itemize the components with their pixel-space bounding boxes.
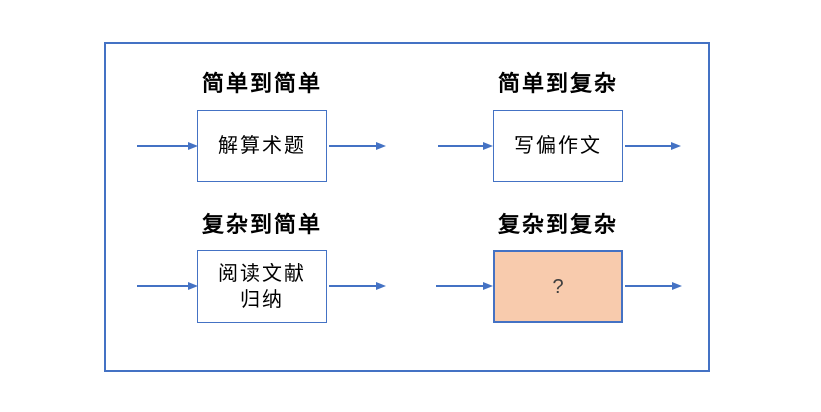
arrow-head-icon (483, 142, 493, 150)
task-box-unknown: ? (493, 250, 623, 323)
arrow-line (137, 285, 188, 287)
task-label: 归纳 (240, 288, 284, 311)
task-box: 解算术题 (197, 110, 327, 182)
arrow-line (625, 285, 672, 287)
task-box: 阅读文献 归纳 (197, 250, 327, 323)
arrow-in (137, 141, 198, 151)
arrow-line (438, 145, 483, 147)
arrow-out (625, 141, 681, 151)
arrow-out (625, 281, 682, 291)
arrow-head-icon (376, 142, 386, 150)
arrow-out (329, 281, 386, 291)
quadrant-title: 简单到简单 (201, 71, 322, 96)
arrow-head-icon (376, 282, 386, 290)
task-label: 阅读文献 (218, 262, 306, 285)
task-label: 写偏作文 (514, 135, 602, 157)
arrow-out (329, 141, 386, 151)
quadrant-title: 简单到复杂 (497, 71, 618, 96)
arrow-head-icon (483, 282, 493, 290)
arrow-head-icon (188, 142, 198, 150)
arrow-line (329, 285, 376, 287)
arrow-line (436, 285, 483, 287)
arrow-head-icon (188, 282, 198, 290)
arrow-line (137, 145, 188, 147)
arrow-in (436, 281, 493, 291)
question-mark-label: ? (552, 275, 564, 298)
arrow-line (625, 145, 671, 147)
arrow-in (137, 281, 198, 291)
arrow-line (329, 145, 376, 147)
task-label: 解算术题 (218, 135, 306, 157)
arrow-head-icon (672, 282, 682, 290)
quadrant-title: 复杂到简单 (201, 212, 322, 237)
arrow-in (438, 141, 493, 151)
arrow-head-icon (671, 142, 681, 150)
quadrant-title: 复杂到复杂 (497, 212, 618, 237)
task-box: 写偏作文 (493, 110, 623, 182)
